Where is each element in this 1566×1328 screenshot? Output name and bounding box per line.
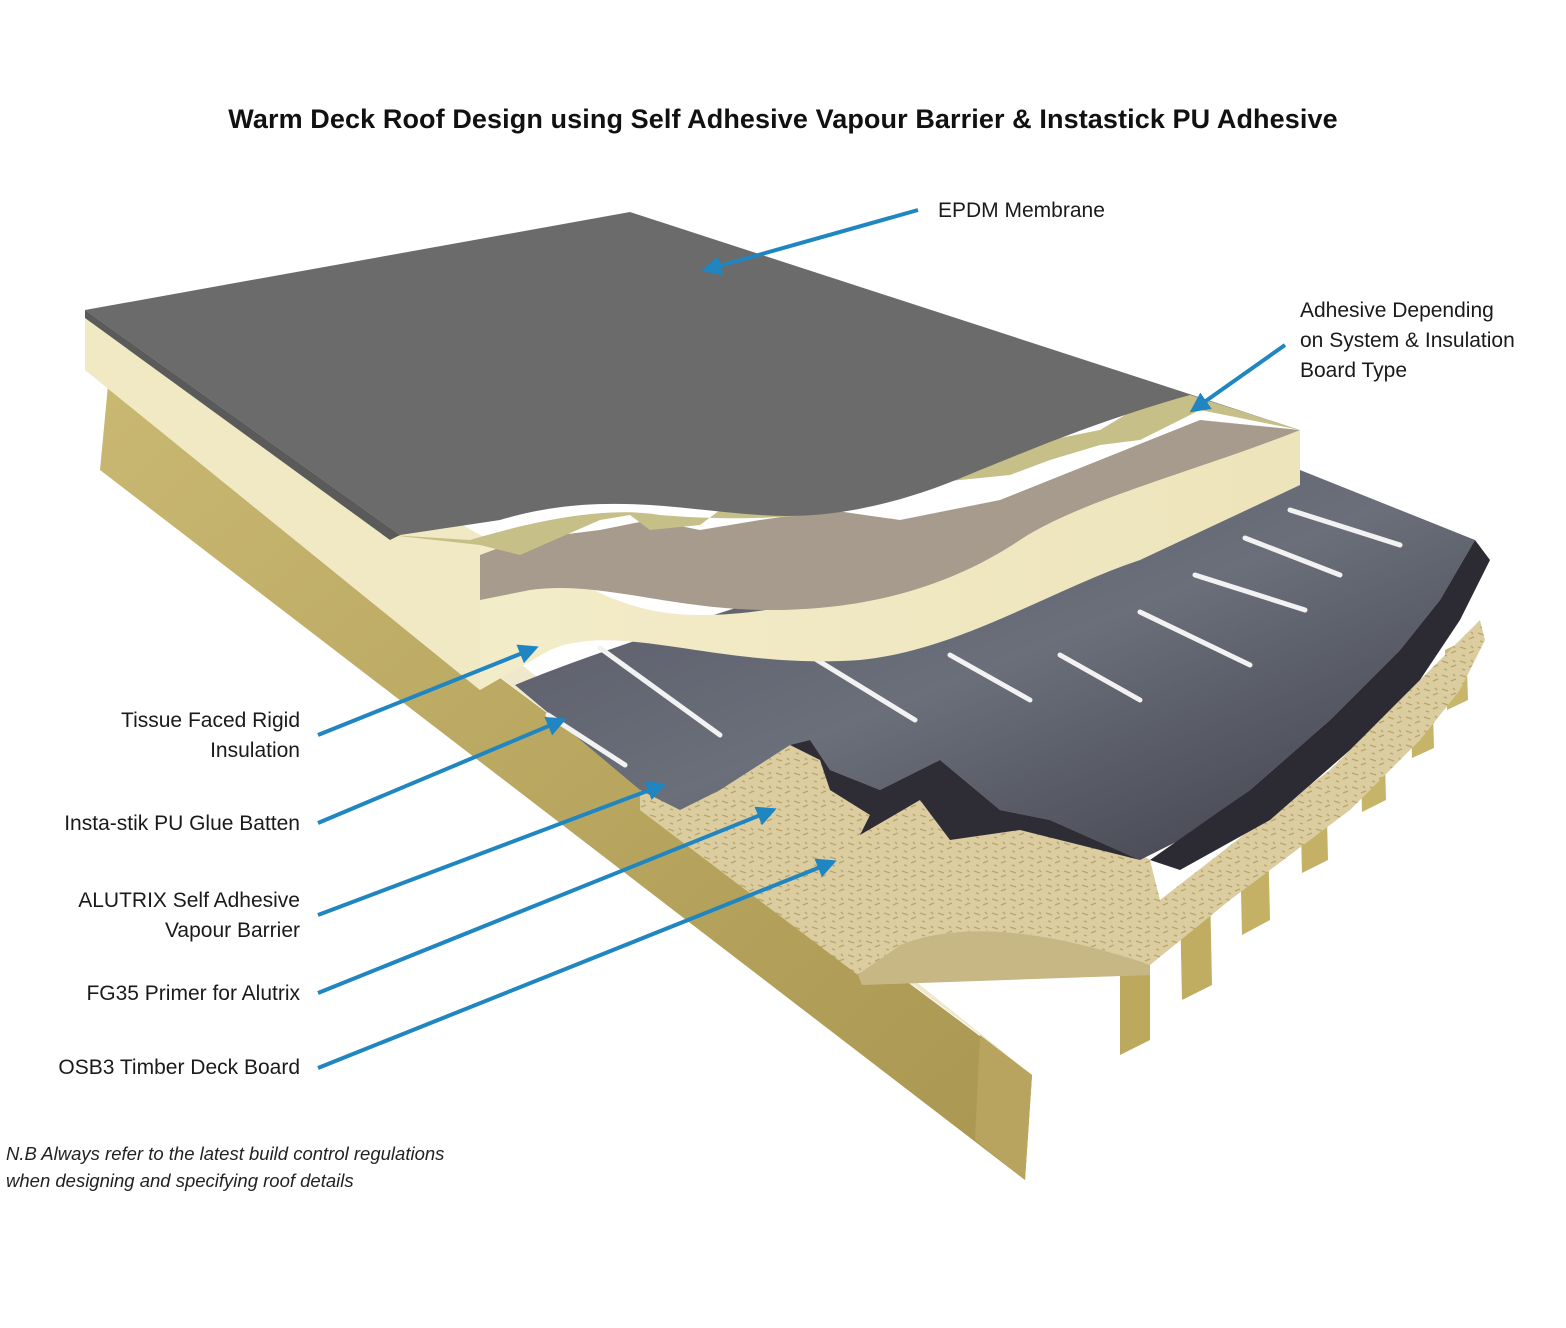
label-vapour-barrier-line-2: Vapour Barrier bbox=[164, 919, 300, 942]
label-adhesive-line-3: Board Type bbox=[1300, 359, 1408, 382]
label-vapour-barrier: ALUTRIX Self Adhesive Vapour Barrier bbox=[78, 886, 300, 946]
label-adhesive-line-1: Adhesive Depending bbox=[1300, 299, 1494, 322]
label-deck-board: OSB3 Timber Deck Board bbox=[58, 1056, 300, 1079]
note-line-1: N.B Always refer to the latest build con… bbox=[6, 1143, 445, 1164]
epdm-membrane bbox=[85, 212, 1300, 540]
insulation-board bbox=[85, 310, 1300, 690]
label-insulation-line-2: Insulation bbox=[210, 739, 300, 762]
arrow-adhesive bbox=[1189, 343, 1287, 413]
label-primer: FG35 Primer for Alutrix bbox=[86, 982, 300, 1005]
arrow-insulation bbox=[317, 644, 539, 737]
arrow-glue-batten bbox=[317, 716, 567, 825]
label-insulation-line-1: Tissue Faced Rigid bbox=[121, 709, 300, 732]
note-line-2: when designing and specifying roof detai… bbox=[6, 1170, 354, 1191]
regulations-note: N.B Always refer to the latest build con… bbox=[6, 1140, 444, 1194]
label-adhesive: Adhesive Depending on System & Insulatio… bbox=[1300, 296, 1515, 386]
arrow-deck-board bbox=[317, 858, 837, 1070]
label-glue-batten: Insta-stik PU Glue Batten bbox=[64, 812, 300, 835]
tissue-facing bbox=[480, 420, 1300, 610]
arrow-vapour-barrier bbox=[317, 781, 667, 917]
pu-glue-battens bbox=[545, 507, 1403, 768]
callout-arrows bbox=[317, 208, 1287, 1070]
label-vapour-barrier-line-1: ALUTRIX Self Adhesive bbox=[78, 889, 300, 912]
diagram-title: Warm Deck Roof Design using Self Adhesiv… bbox=[228, 104, 1338, 134]
label-adhesive-line-2: on System & Insulation bbox=[1300, 329, 1515, 352]
vapour-barrier-layer bbox=[515, 470, 1490, 870]
arrow-primer bbox=[317, 806, 777, 995]
label-insulation: Tissue Faced Rigid Insulation bbox=[121, 706, 300, 766]
arrow-epdm bbox=[701, 208, 919, 276]
adhesive-band bbox=[390, 395, 1300, 555]
label-epdm-membrane: EPDM Membrane bbox=[938, 199, 1105, 222]
